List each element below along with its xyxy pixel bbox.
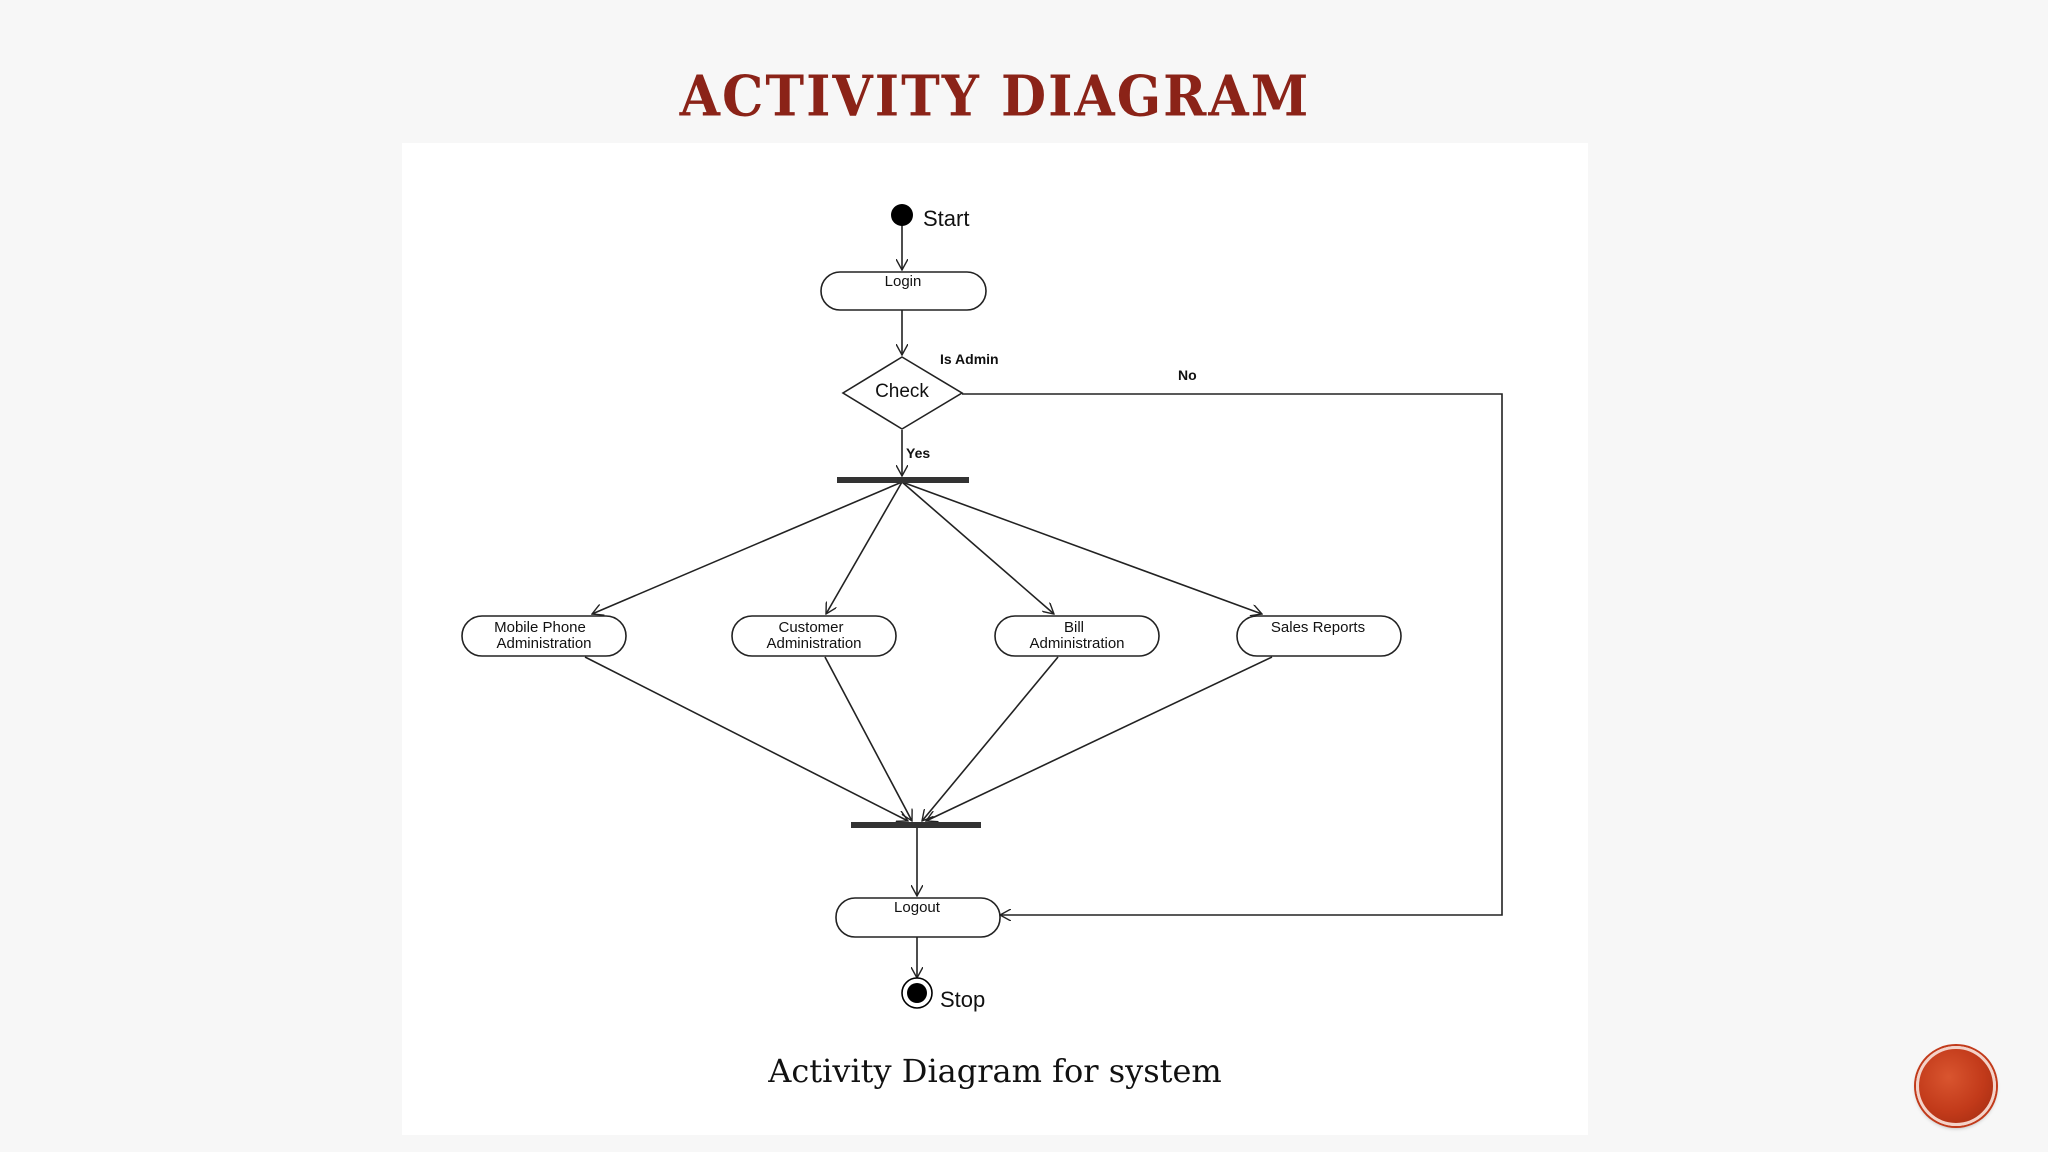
logout-label: Logout	[894, 899, 941, 916]
stop-label: Stop	[940, 987, 985, 1012]
start-node	[891, 204, 913, 226]
yes-label: Yes	[906, 445, 930, 461]
check-label: Check	[875, 381, 929, 402]
slide-title: ACTIVITY DIAGRAM	[679, 63, 1311, 130]
start-label: Start	[923, 206, 969, 231]
flow-mobile-join	[584, 656, 908, 821]
no-label: No	[1178, 367, 1197, 383]
activity-line1: Mobile Phone	[494, 619, 586, 636]
flow-sales-join	[926, 656, 1273, 821]
check-decision	[841, 356, 964, 430]
activity-line2: Administration	[1029, 635, 1124, 652]
login-label: Login	[885, 273, 922, 290]
fork-bar	[837, 477, 969, 483]
flow-bill-join	[922, 656, 1059, 821]
activity-line1: Sales Reports	[1271, 619, 1365, 636]
activity-mobile-phone-administration: Mobile Phone Administration	[461, 615, 627, 657]
activity-line1: Customer	[778, 619, 843, 636]
activity-line2: Administration	[766, 635, 861, 652]
login-activity	[820, 271, 987, 311]
activity-line1: Bill	[1064, 619, 1084, 636]
is-admin-label: Is Admin	[940, 351, 999, 367]
logout-activity	[835, 897, 1001, 938]
activity-customer-administration: Customer Administration	[731, 615, 897, 657]
flow-fork-mobile	[592, 481, 903, 614]
activity-sales-reports: Sales Reports	[1236, 615, 1402, 657]
flow-no-branch	[962, 393, 1503, 915]
activity-bill-administration: Bill Administration	[994, 615, 1160, 657]
activity-line2: Administration	[496, 635, 591, 652]
diagram-caption: Activity Diagram for system	[768, 1052, 1222, 1090]
flow-customer-join	[824, 656, 912, 821]
slide-nav-button[interactable]	[1916, 1046, 1996, 1126]
flow-fork-sales	[901, 481, 1262, 614]
flow-fork-bill	[901, 481, 1054, 614]
stop-node	[907, 983, 927, 1003]
flow-fork-customer	[826, 481, 903, 614]
join-bar	[851, 822, 981, 828]
